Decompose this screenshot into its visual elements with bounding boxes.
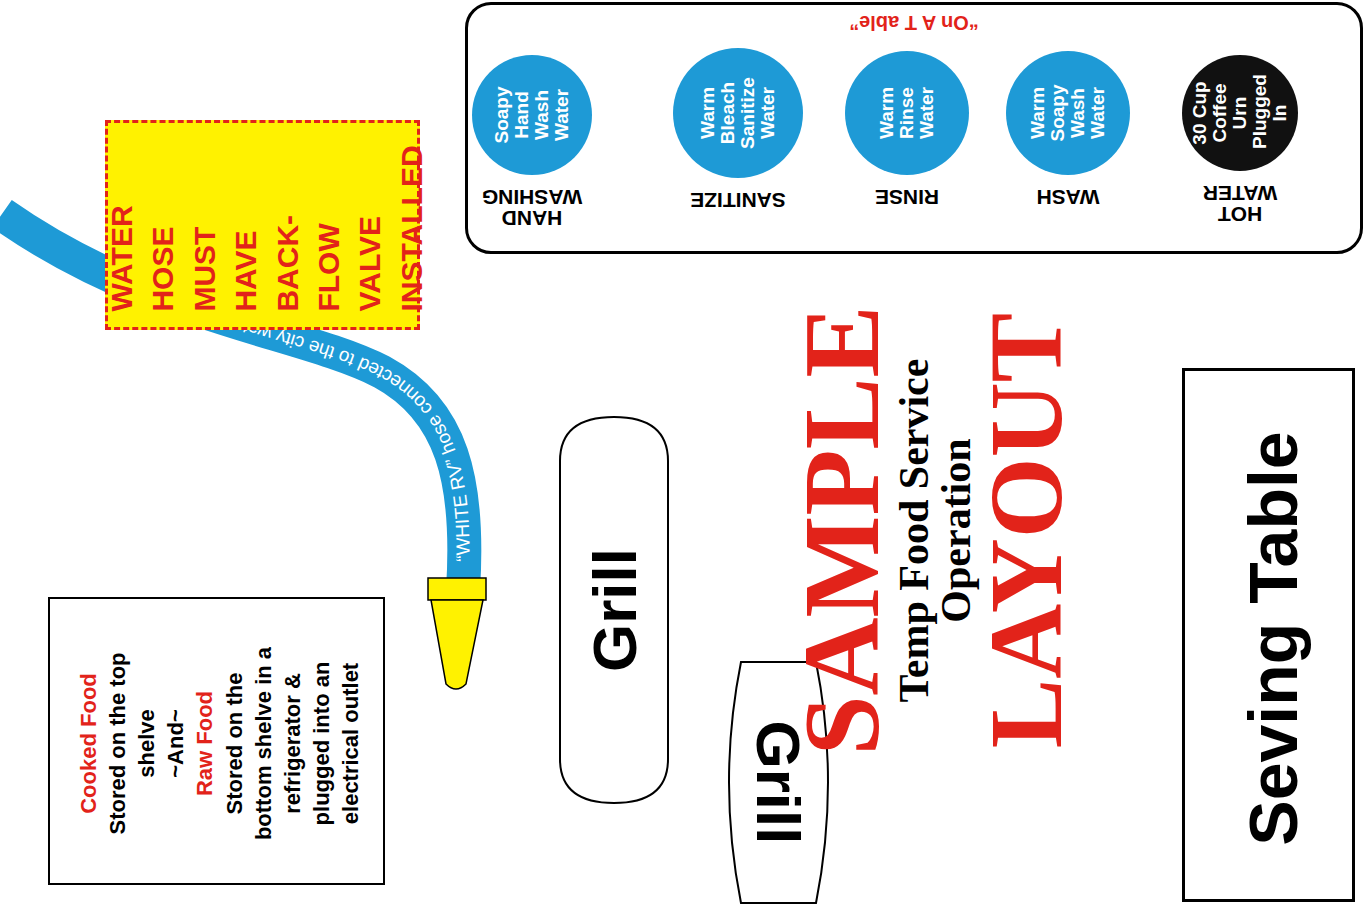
box-text: Stored on the top shelve — [102, 643, 160, 843]
box-text: Stored on the bottom shelve in a refrige… — [219, 643, 364, 843]
rotated-text-frame: Warm Soapy Wash Water — [1006, 51, 1130, 175]
station-circle: 30 Cup Coffee Urn Plugged InHOT WATER — [1182, 55, 1298, 171]
rotated-text-frame: Cooked FoodStored on the top shelve~And~… — [50, 599, 387, 887]
station-contents: Warm Rinse Water — [877, 87, 937, 139]
hose-text-holder: “WHITE RV” hose connected to the city wa… — [165, 292, 473, 562]
rotated-text-frame: Soapy Hand Wash Water — [472, 55, 592, 175]
station-heading: RINSE — [875, 187, 939, 208]
box-text: Raw Food — [189, 643, 218, 843]
station-circle: Warm Rinse WaterRINSE — [845, 51, 969, 175]
hose-nozzle — [431, 600, 483, 689]
storage-note-box: Cooked FoodStored on the top shelve~And~… — [48, 597, 385, 885]
rotated-text-frame: Warm Rinse Water — [845, 51, 969, 175]
station-circle: Soapy Hand Wash WaterHAND WASHING — [472, 55, 592, 175]
station-heading: SANITIZE — [690, 190, 786, 211]
title-text: SAMPLE — [790, 305, 893, 755]
station-heading: WASH — [1037, 187, 1100, 208]
station-panel: “On A T able”Soapy Hand Wash WaterHAND W… — [465, 2, 1363, 254]
rotated-text-frame: SAMPLETemp Food Service OperationLAYOUT — [805, 285, 1060, 775]
hose-label: “WHITE RV” hose connected to the city wa… — [165, 292, 473, 562]
panel-heading: “On A T able” — [849, 11, 979, 34]
grill-label: Grill — [579, 548, 650, 672]
station-contents: Soapy Hand Wash Water — [492, 86, 572, 143]
box-text: ~And~ — [160, 643, 189, 843]
station-contents: 30 Cup Coffee Urn Plugged In — [1190, 77, 1290, 149]
grill-shape: Grill — [558, 415, 670, 805]
subtitle-text: Temp Food Service Operation — [892, 330, 976, 730]
station-heading: HAND WASHING — [482, 187, 582, 229]
station-circle: Warm Soapy Wash WaterWASH — [1006, 51, 1130, 175]
title-block: SAMPLETemp Food Service OperationLAYOUT — [805, 285, 1060, 775]
station-contents: Warm Soapy Wash Water — [1028, 85, 1108, 142]
nozzle-ring — [428, 578, 486, 600]
grill-border — [560, 417, 668, 803]
station-circle: Warm Bleach Sanitize WaterSANITIZE — [673, 48, 803, 178]
box-text: Seving Table — [1233, 431, 1311, 845]
serving-table: Seving Table — [1182, 368, 1355, 902]
warning-box: WATER HOSE MUST HAVE BACK-FLOW VALVE INS… — [105, 120, 420, 330]
rotated-text-frame: 30 Cup Coffee Urn Plugged In — [1182, 55, 1298, 171]
rotated-text-frame: Grill — [558, 415, 670, 805]
rotated-text-frame: Warm Bleach Sanitize Water — [673, 48, 803, 178]
rotated-text-frame: Seving Table — [1185, 371, 1358, 905]
station-contents: Warm Bleach Sanitize Water — [698, 77, 778, 149]
box-text: WATER HOSE MUST HAVE BACK-FLOW VALVE INS… — [100, 145, 431, 311]
title-text: LAYOUT — [976, 312, 1075, 747]
rotated-text-frame: WATER HOSE MUST HAVE BACK-FLOW VALVE INS… — [108, 123, 423, 333]
box-text: Cooked Food — [73, 643, 102, 843]
station-heading: HOT WATER — [1203, 183, 1277, 225]
